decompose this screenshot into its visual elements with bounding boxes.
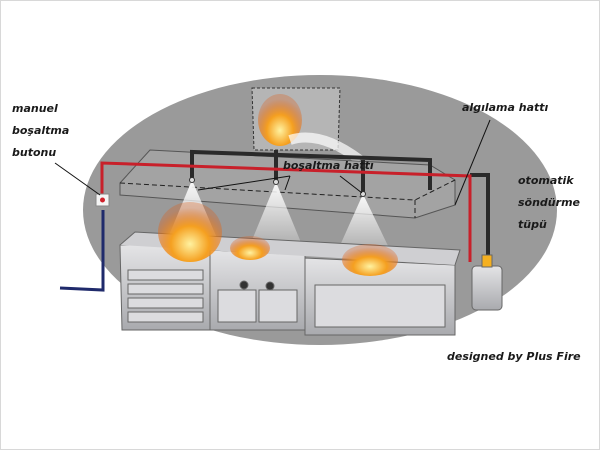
label-line: otomatik [518,174,574,187]
discharge-line-label: boşaltma hattı [283,159,374,172]
credit-text: designed by Plus Fire [447,350,581,363]
manual-release-line [59,210,105,292]
label-line: manuel [12,102,58,115]
detection-pipe [100,161,472,262]
label-line: tüpü [518,218,547,231]
manual-release-button-dot [100,197,105,203]
label-line: söndürme [518,196,580,209]
leader-lines [54,119,491,206]
label-line: butonu [12,146,57,159]
manual-button-label: manuel boşaltma butonu [12,98,69,164]
spray-cone [338,194,390,250]
fire-flames [158,202,398,276]
detection-line-label: algılama hattı [462,101,549,114]
exhaust-duct [251,87,363,165]
automatic-extinguisher-cylinder [471,254,503,311]
label-line: boşaltma [12,124,70,137]
spray-cone [250,182,302,245]
auto-cylinder-label: otomatik söndürme tüpü [518,170,580,236]
